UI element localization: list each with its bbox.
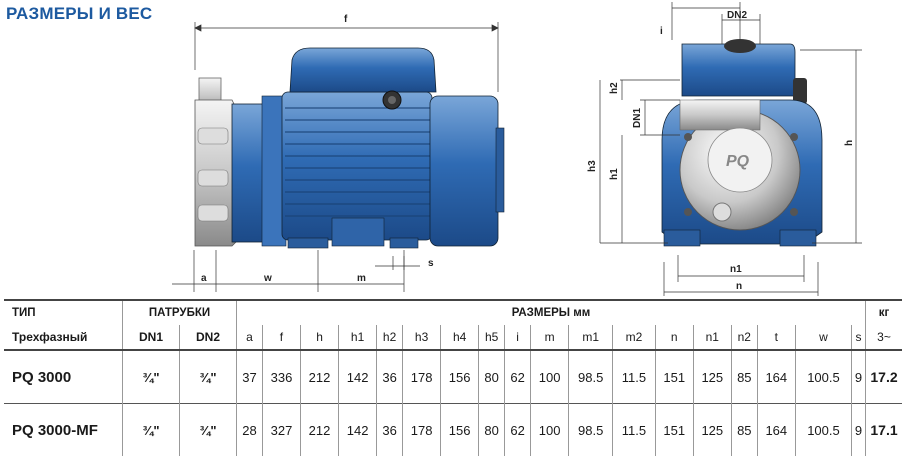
model-name: PQ 3000 xyxy=(4,350,123,404)
dim-value: 85 xyxy=(731,350,757,404)
dim-value: 9 xyxy=(852,404,866,456)
dim-value: 62 xyxy=(505,404,531,456)
dim-value: 125 xyxy=(693,350,731,404)
dim-value: 11.5 xyxy=(613,404,655,456)
dim-value: 100 xyxy=(531,404,569,456)
table-row: PQ 3000 ¾" ¾" 37 336 212 142 36 178 156 … xyxy=(4,350,902,404)
dim-value: 164 xyxy=(757,350,795,404)
dim-label-h: h xyxy=(844,140,855,146)
dim-label-n: n xyxy=(736,281,742,292)
dim-value: 164 xyxy=(757,404,795,456)
dim-label-s: s xyxy=(428,258,434,269)
dim-value: 336 xyxy=(262,350,300,404)
dn1-value: ¾" xyxy=(123,404,180,456)
svg-text:PQ: PQ xyxy=(726,153,750,170)
dim-value: 62 xyxy=(505,350,531,404)
col-header: h2 xyxy=(377,325,403,350)
header-type: ТИП xyxy=(4,300,123,325)
dim-value: 98.5 xyxy=(569,404,613,456)
dim-value: 125 xyxy=(693,404,731,456)
dim-value: 9 xyxy=(852,350,866,404)
header-weight-unit: 3~ xyxy=(866,325,903,350)
col-header: n2 xyxy=(731,325,757,350)
dim-value: 36 xyxy=(377,350,403,404)
dim-value: 85 xyxy=(731,404,757,456)
col-header: w xyxy=(795,325,851,350)
dn2-value: ¾" xyxy=(180,350,237,404)
dimensions-weight-table: ТИП ПАТРУБКИ РАЗМЕРЫ мм кг Трехфазный DN… xyxy=(4,299,902,456)
dim-value: 36 xyxy=(377,404,403,456)
pump-front-view: PQ xyxy=(662,39,822,246)
pump-technical-drawing: f a w m s PQ xyxy=(0,0,906,298)
dim-value: 100.5 xyxy=(795,404,851,456)
dim-value: 80 xyxy=(479,350,505,404)
col-header: h xyxy=(301,325,339,350)
dim-value: 142 xyxy=(339,350,377,404)
dim-value: 156 xyxy=(441,350,479,404)
dim-value: 142 xyxy=(339,404,377,456)
dim-value: 100 xyxy=(531,350,569,404)
col-header: a xyxy=(237,325,263,350)
col-header: h1 xyxy=(339,325,377,350)
dim-label-a: a xyxy=(201,273,207,284)
dim-label-f: f xyxy=(344,14,348,25)
header-dn1: DN1 xyxy=(123,325,180,350)
col-header: f xyxy=(262,325,300,350)
dn2-value: ¾" xyxy=(180,404,237,456)
header-connections: ПАТРУБКИ xyxy=(123,300,237,325)
col-header: h3 xyxy=(403,325,441,350)
model-name: PQ 3000-MF xyxy=(4,404,123,456)
dim-value: 156 xyxy=(441,404,479,456)
dim-value: 28 xyxy=(237,404,263,456)
table-header-row-1: ТИП ПАТРУБКИ РАЗМЕРЫ мм кг xyxy=(4,300,902,325)
col-header: i xyxy=(505,325,531,350)
dim-value: 80 xyxy=(479,404,505,456)
dim-value: 178 xyxy=(403,404,441,456)
dim-label-w: w xyxy=(263,273,272,284)
dn1-value: ¾" xyxy=(123,350,180,404)
dim-value: 212 xyxy=(301,350,339,404)
dim-label-h1: h1 xyxy=(609,168,620,180)
header-dn2: DN2 xyxy=(180,325,237,350)
header-weight: кг xyxy=(866,300,903,325)
table-row: PQ 3000-MF ¾" ¾" 28 327 212 142 36 178 1… xyxy=(4,404,902,456)
header-dimensions: РАЗМЕРЫ мм xyxy=(237,300,866,325)
weight-value: 17.2 xyxy=(866,350,903,404)
col-header: m xyxy=(531,325,569,350)
col-header: n xyxy=(655,325,693,350)
dim-label-m: m xyxy=(357,273,366,284)
dim-value: 37 xyxy=(237,350,263,404)
dim-value: 327 xyxy=(262,404,300,456)
col-header: h5 xyxy=(479,325,505,350)
col-header: m1 xyxy=(569,325,613,350)
dim-value: 151 xyxy=(655,350,693,404)
dim-value: 11.5 xyxy=(613,350,655,404)
col-header: h4 xyxy=(441,325,479,350)
dim-label-dn1: DN1 xyxy=(632,108,643,128)
dim-value: 212 xyxy=(301,404,339,456)
dim-label-i: i xyxy=(660,26,663,37)
dim-value: 98.5 xyxy=(569,350,613,404)
col-header: n1 xyxy=(693,325,731,350)
weight-value: 17.1 xyxy=(866,404,903,456)
header-phase: Трехфазный xyxy=(4,325,123,350)
dim-value: 178 xyxy=(403,350,441,404)
col-header: t xyxy=(757,325,795,350)
pump-side-view xyxy=(195,48,504,248)
dim-value: 100.5 xyxy=(795,350,851,404)
dim-label-h3: h3 xyxy=(587,160,598,172)
dim-label-n1: n1 xyxy=(730,264,742,275)
dim-value: 151 xyxy=(655,404,693,456)
dim-label-dn2: DN2 xyxy=(727,10,747,21)
table-header-row-2: Трехфазный DN1 DN2 a f h h1 h2 h3 h4 h5 … xyxy=(4,325,902,350)
col-header: m2 xyxy=(613,325,655,350)
col-header: s xyxy=(852,325,866,350)
dim-label-h2: h2 xyxy=(609,82,620,94)
